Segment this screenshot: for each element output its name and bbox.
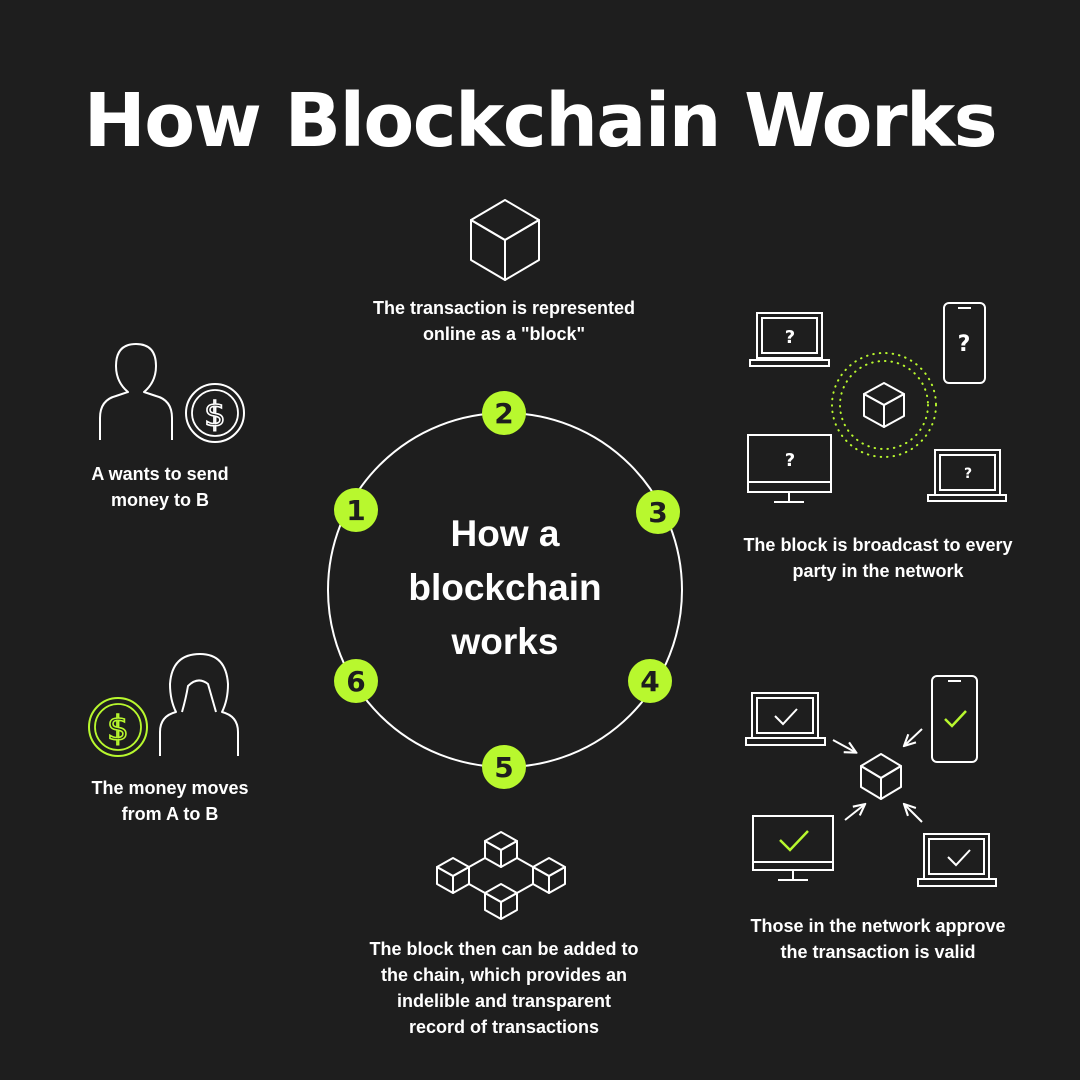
- arrow-icon: [832, 739, 855, 752]
- center-label-line: works: [451, 621, 559, 662]
- step-1-caption-line: money to B: [110, 490, 209, 510]
- checkmark-accent-icon: [779, 830, 809, 852]
- step-3-caption-line: The block is broadcast to every: [743, 535, 1013, 555]
- center-label-line: blockchain: [408, 567, 602, 608]
- step-1-caption: A wants to send money to B: [60, 461, 260, 513]
- page-title: How Blockchain Works: [83, 78, 998, 164]
- step-5-caption: The block then can be added to the chain…: [354, 936, 654, 1040]
- person-a-icon: [99, 343, 173, 440]
- step-4-caption-line: the transaction is valid: [780, 942, 976, 962]
- step-6-caption-line: The money moves: [91, 778, 249, 798]
- approval-arrows: [832, 728, 923, 823]
- step-4-number: 4: [640, 665, 659, 698]
- block-chain-icon: [436, 831, 566, 920]
- laptop-icon: [745, 692, 826, 746]
- laptop-icon: [749, 312, 830, 367]
- step-1-caption-line: A wants to send: [91, 464, 229, 484]
- center-label: How a blockchain works: [380, 507, 630, 669]
- step-2-caption-line: The transaction is represented: [372, 298, 636, 318]
- question-mark-icon: ?: [964, 466, 972, 482]
- step-3-number: 3: [648, 496, 667, 529]
- step-badge-6: 6: [334, 659, 378, 703]
- person-b-icon: [159, 653, 239, 756]
- step-4-caption: Those in the network approve the transac…: [728, 913, 1028, 965]
- laptop-icon: [927, 449, 1007, 502]
- dollar-coin-accent-icon: $: [88, 697, 148, 757]
- checkmark-accent-icon: [944, 710, 967, 728]
- question-mark-icon: ?: [785, 450, 795, 471]
- dollar-glyph: $: [204, 395, 226, 435]
- step-badge-3: 3: [636, 490, 680, 534]
- desktop-monitor-icon: [752, 815, 834, 881]
- step-badge-4: 4: [628, 659, 672, 703]
- step-3-caption-line: party in the network: [792, 561, 964, 581]
- dollar-accent-glyph: $: [107, 709, 129, 749]
- desktop-monitor-icon: [747, 434, 832, 503]
- step-badge-2: 2: [482, 391, 526, 435]
- question-mark-icon: ?: [958, 332, 971, 357]
- step-2-number: 2: [494, 397, 513, 430]
- cube-icon: [863, 382, 905, 428]
- cycle-circle: [327, 412, 683, 768]
- cube-icon: [470, 199, 540, 281]
- phone-icon: [931, 675, 978, 763]
- center-label-line: How a: [450, 513, 560, 554]
- step-6-caption-line: from A to B: [121, 804, 219, 824]
- arrow-icon: [905, 728, 923, 745]
- laptop-icon: [917, 833, 997, 887]
- step-3-caption: The block is broadcast to every party in…: [728, 532, 1028, 584]
- step-5-caption-line: record of transactions: [408, 1017, 600, 1037]
- step-5-caption-line: indelible and transparent: [396, 991, 612, 1011]
- step-1-number: 1: [346, 494, 365, 527]
- step-badge-1: 1: [334, 488, 378, 532]
- step-2-caption: The transaction is represented online as…: [354, 295, 654, 347]
- step-6-caption: The money moves from A to B: [60, 775, 280, 827]
- question-mark-icon: ?: [785, 327, 795, 348]
- step-6-number: 6: [346, 665, 365, 698]
- cube-icon: [860, 753, 902, 800]
- broadcast-rings-icon: [831, 352, 937, 458]
- step-5-number: 5: [494, 751, 513, 784]
- step-4-caption-line: Those in the network approve: [750, 916, 1006, 936]
- step-5-caption-line: The block then can be added to: [369, 939, 639, 959]
- step-5-caption-line: the chain, which provides an: [380, 965, 628, 985]
- dollar-coin-icon: $: [185, 383, 245, 443]
- checkmark-icon: [774, 708, 798, 726]
- step-2-caption-line: online as a "block": [422, 324, 586, 344]
- step-badge-5: 5: [482, 745, 526, 789]
- checkmark-icon: [947, 849, 971, 867]
- arrow-icon: [905, 805, 923, 823]
- phone-icon: [943, 302, 986, 384]
- arrow-icon: [844, 805, 864, 821]
